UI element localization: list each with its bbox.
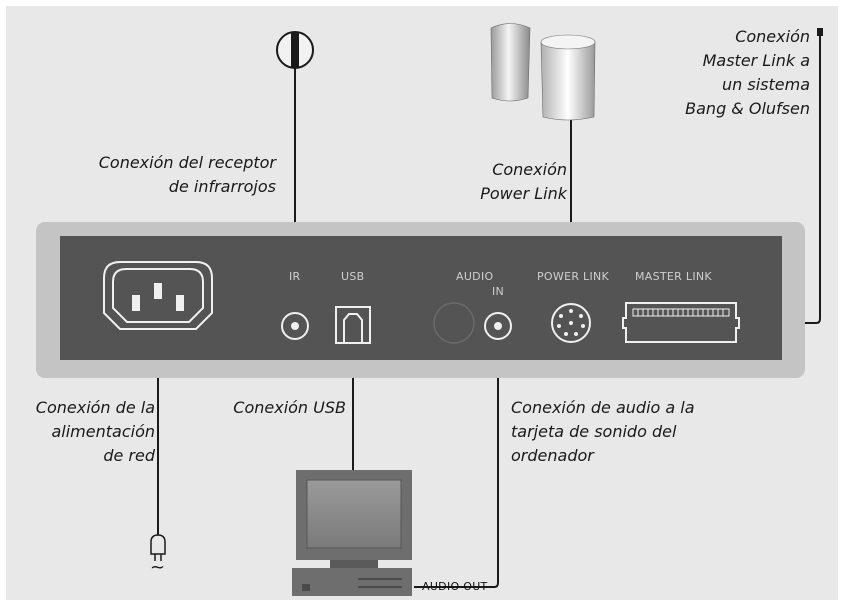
mains-socket[interactable]: [103, 261, 213, 330]
audio-cable: [414, 335, 499, 588]
master-link-label: MASTER LINK: [635, 270, 712, 283]
usb-caption: Conexión USB: [233, 398, 346, 417]
usb-label: USB: [341, 270, 365, 283]
audio-blank-socket: [433, 302, 475, 344]
power-link-caption: Conexión Power Link: [480, 160, 567, 203]
rear-panel: [36, 222, 805, 378]
power-link-label: POWER LINK: [537, 270, 610, 283]
usb-socket[interactable]: [335, 306, 371, 344]
mains-caption: Conexión de la alimentación de red: [35, 398, 155, 465]
master-link-caption: Conexión Master Link a un sistema Bang &…: [685, 27, 810, 118]
audio-in-socket[interactable]: [484, 312, 512, 340]
ir-socket[interactable]: [281, 312, 309, 340]
audio-in-label-line2: IN: [492, 285, 505, 298]
master-link-cable-end: [817, 28, 823, 36]
master-link-cable: [738, 34, 821, 324]
audio-caption: Conexión de audio a la tarjeta de sonido…: [511, 398, 695, 465]
master-link-socket[interactable]: [622, 302, 740, 343]
speakers-icon: [490, 23, 596, 121]
ir-receiver-caption: Conexión del receptor de infrarrojos: [98, 153, 276, 196]
ir-label: IR: [289, 270, 301, 283]
mains-plug-icon: [150, 534, 166, 561]
audio-out-label: AUDIO OUT: [422, 580, 488, 593]
power-link-socket[interactable]: [551, 303, 591, 343]
ir-receiver-icon: [276, 31, 314, 69]
audio-in-label-line1: AUDIO: [456, 270, 494, 283]
ac-symbol: ~: [150, 557, 166, 578]
computer-icon: [292, 470, 412, 596]
